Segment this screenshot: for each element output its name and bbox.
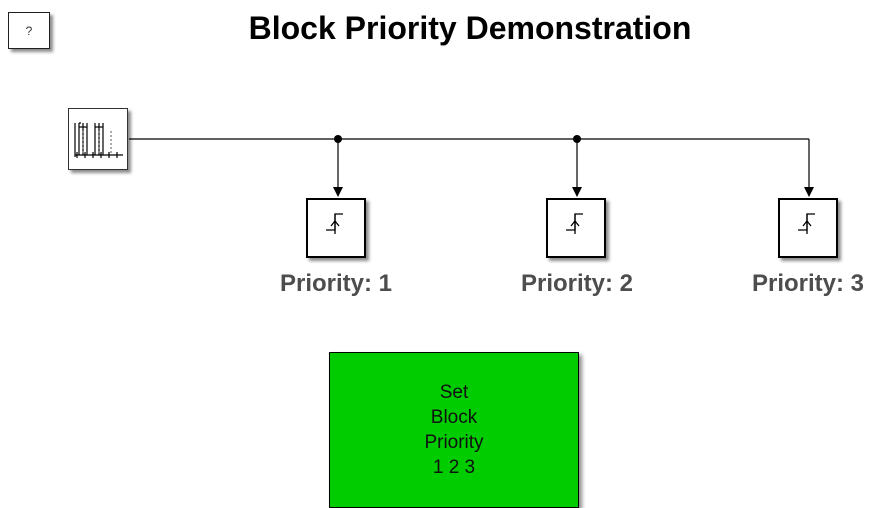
set-block-line: Block: [430, 407, 478, 428]
help-button[interactable]: ?: [8, 12, 50, 49]
signal-builder-icon: [74, 122, 123, 158]
rising-edge-trigger-icon: [566, 213, 583, 234]
block-label-priority-3: Priority: 3: [751, 270, 865, 297]
block-label-priority-1: Priority: 1: [279, 270, 393, 297]
triggered-subsystem-2[interactable]: [546, 198, 606, 258]
diagram-title: Block Priority Demonstration: [248, 10, 692, 46]
triggered-subsystem-3[interactable]: [778, 198, 838, 258]
triggered-subsystem-1[interactable]: [306, 198, 366, 258]
block-label-priority-2: Priority: 2: [520, 270, 634, 297]
help-button-label: ?: [25, 23, 33, 38]
set-block-line: 1 2 3: [432, 457, 476, 478]
rising-edge-trigger-icon: [326, 213, 343, 234]
set-block-priority-button[interactable]: Set Block Priority 1 2 3: [329, 352, 579, 508]
signal-builder-block[interactable]: [68, 108, 128, 170]
rising-edge-trigger-icon: [798, 213, 815, 234]
set-block-line: Set: [439, 382, 469, 403]
set-block-line: Priority: [424, 432, 484, 453]
